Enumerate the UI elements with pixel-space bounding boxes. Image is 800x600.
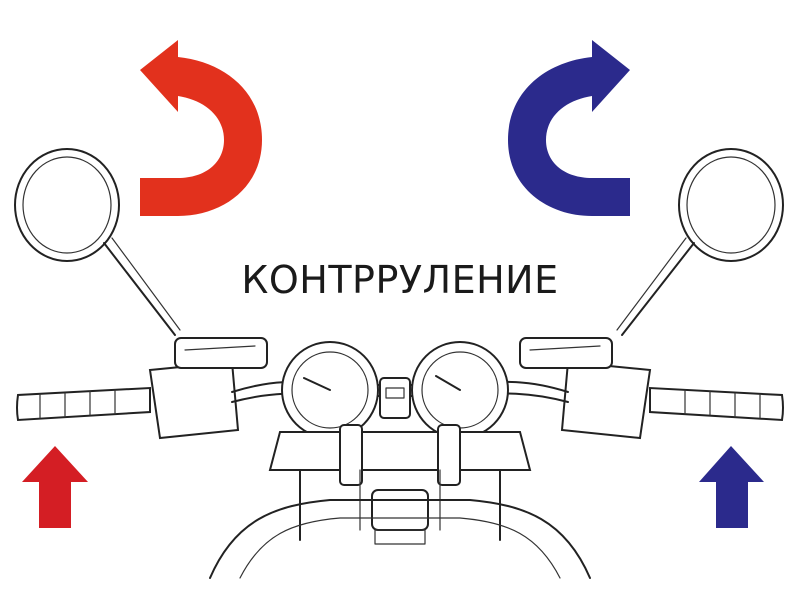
blue-up-arrow-icon [699, 446, 764, 528]
motorcycle-handlebar-illustration [14, 148, 784, 579]
blue-curved-arrow-icon [508, 40, 630, 216]
red-curved-arrow-icon [140, 40, 262, 216]
red-up-arrow-icon [22, 446, 88, 528]
diagram-title: КОНТРРУЛЕНИЕ [241, 258, 559, 302]
